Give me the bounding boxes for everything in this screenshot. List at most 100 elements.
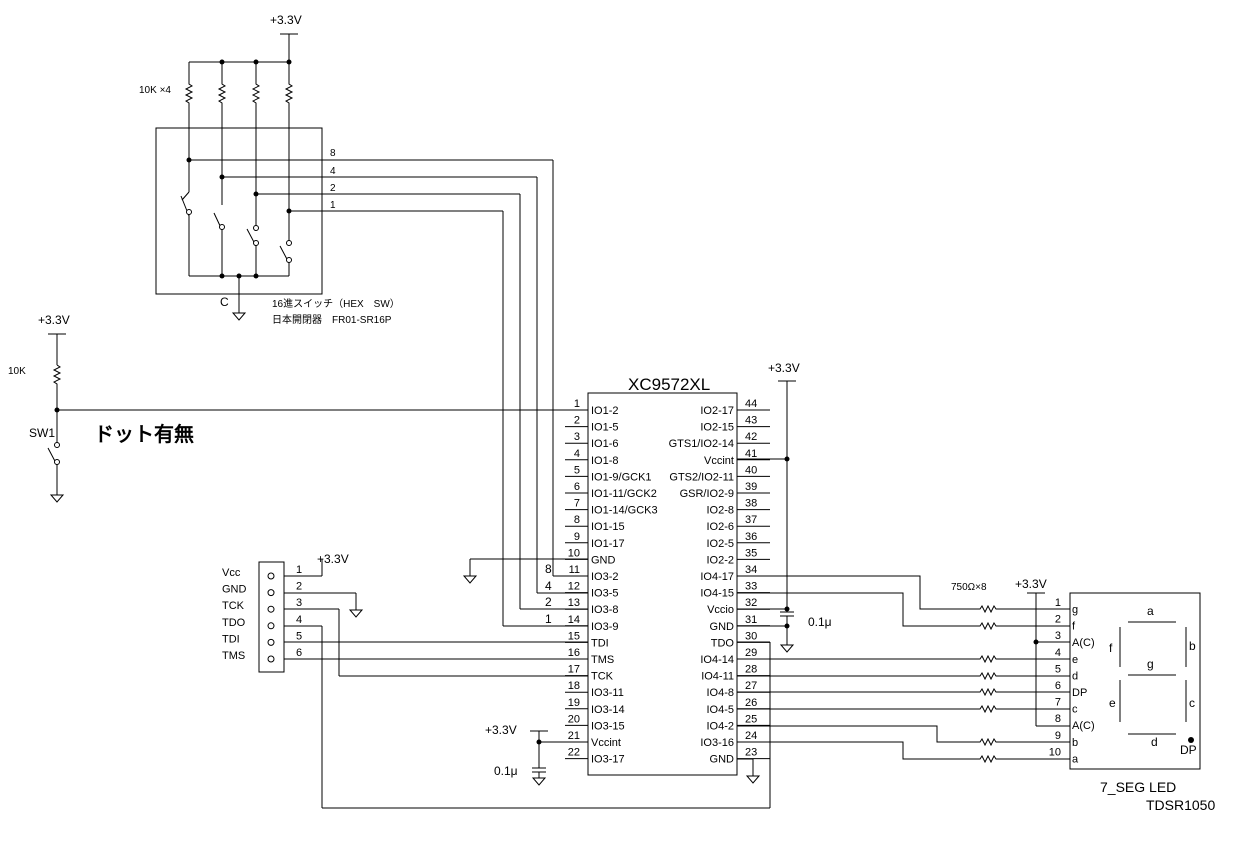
led-series-resistor [977, 621, 1070, 631]
cap-label-vccint: 0.1μ [494, 764, 518, 778]
led-pin-number: 6 [1055, 680, 1061, 692]
sw1-resistor-label: 10K [8, 366, 26, 377]
ic-pin-label: IO4-2 [706, 720, 734, 732]
power-label-sw1: +3.3V [38, 313, 70, 327]
hex-switch-maker: 日本開閉器 FR01-SR16P [272, 313, 392, 326]
led-pin-number: 9 [1055, 730, 1061, 742]
ic-wire-label-2: 2 [545, 595, 552, 609]
led-pin-label: b [1072, 737, 1078, 749]
led-series-resistor [977, 704, 1070, 714]
ic-pin-number: 12 [568, 581, 580, 593]
ic-pin-number: 11 [569, 564, 580, 576]
ic-pin-label: IO1-8 [591, 455, 619, 467]
jtag-signal-label: GND [222, 584, 247, 596]
sw1-section: +3.3V 10K SW1 ドット有無 [8, 313, 588, 503]
power-label-ic: +3.3V [768, 361, 800, 375]
ic-pin-label: GND [591, 554, 616, 566]
ic-pin-number: 23 [745, 747, 757, 759]
led-resistors [977, 604, 1070, 764]
ic-pin-number: 26 [745, 697, 757, 709]
jtag-pin-hole [267, 605, 275, 613]
ic-pin-label: IO1-9/GCK1 [591, 471, 652, 483]
common-terminal-label: C [220, 295, 229, 309]
led-pin-label: A(C) [1072, 720, 1095, 732]
segment-label-e: e [1109, 696, 1116, 710]
power-label-jtag: +3.3V [317, 552, 349, 566]
pullup-resistor-1 [184, 62, 194, 128]
jtag-pin-hole [267, 589, 275, 597]
ic-pin-number: 14 [568, 614, 580, 626]
ic-pin-label: Vccint [704, 455, 734, 467]
ic-pin-number: 30 [745, 630, 757, 642]
jtag-signal-label: TCK [222, 600, 245, 612]
ic-pin-label: IO4-5 [706, 704, 734, 716]
ic-pin-number: 40 [745, 464, 757, 476]
led-pin-number: 8 [1055, 713, 1061, 725]
ic-pin-label: IO3-5 [591, 588, 619, 600]
ic-pin-number: 20 [568, 713, 580, 725]
jtag-pin-hole [267, 622, 275, 630]
ic-pin-number: 33 [745, 581, 757, 593]
led-pin-label: e [1072, 654, 1078, 666]
ic-pin-label: TDI [591, 637, 609, 649]
ic-pin-label: IO2-5 [706, 538, 734, 550]
ic-pin-number: 4 [574, 448, 580, 460]
ic-pin-number: 36 [745, 531, 757, 543]
jtag-pin-number: 6 [296, 647, 302, 659]
segment-label-c: c [1189, 696, 1195, 710]
led-series-resistor [977, 754, 1070, 764]
pullup-resistor-4 [284, 62, 294, 128]
segment-label-a: a [1147, 604, 1154, 618]
jtag-pin-number: 5 [296, 630, 302, 642]
ic-pin-label: IO1-11/GCK2 [591, 488, 657, 500]
ic-pin-number: 37 [745, 514, 757, 526]
ic-vcc-section: +3.3V 0.1μ [737, 361, 832, 784]
ic-pin-number: 16 [568, 647, 580, 659]
ic-pin-number: 3 [574, 431, 580, 443]
ic-pin-label: IO1-5 [591, 422, 619, 434]
led-pin-label: d [1072, 670, 1078, 682]
ic-pin-label: IO4-8 [706, 687, 734, 699]
ic-pin-number: 29 [745, 647, 757, 659]
ic-pin-number: 5 [574, 464, 580, 476]
led-pin-number: 10 [1049, 746, 1061, 758]
ic-pin-label: IO2-2 [706, 554, 734, 566]
hex-pin-label-1: 1 [330, 200, 336, 211]
ic-pin-number: 27 [745, 680, 757, 692]
ic-body [587, 392, 738, 776]
ic-pin-label: IO2-8 [706, 505, 734, 517]
ic-pin-label: IO3-15 [591, 720, 625, 732]
jtag-signal-label: Vcc [222, 567, 241, 579]
ic-pin-label: IO1-15 [591, 521, 625, 533]
ic-pin-number: 24 [745, 730, 757, 742]
ic-pin-number: 28 [745, 664, 757, 676]
led-pin-label: g [1072, 604, 1078, 616]
hex-pin-label-2: 2 [330, 183, 336, 194]
ic-pin-number: 34 [745, 564, 757, 576]
ic-pin-number: 6 [574, 481, 580, 493]
ic-wire-label-8: 8 [545, 562, 552, 576]
led-pin-number: 4 [1055, 647, 1061, 659]
ic-pin-label: TMS [591, 654, 614, 666]
jtag-signal-label: TDI [222, 633, 240, 645]
ic-pin-number: 41 [745, 448, 757, 460]
pullup-resistor-3 [251, 62, 261, 128]
led-series-resistor [977, 604, 1070, 614]
led-name: 7_SEG LED [1100, 779, 1176, 795]
segment-label-d: d [1151, 735, 1158, 749]
ic-wire-label-1: 1 [545, 612, 552, 626]
sw1-label: SW1 [29, 426, 55, 440]
led-pin-label: A(C) [1072, 637, 1095, 649]
ic-pin-label: IO2-6 [706, 521, 734, 533]
pullup-resistor-2 [217, 62, 227, 128]
ic-name: XC9572XL [628, 375, 710, 394]
ic-pin-label: IO3-16 [700, 737, 734, 749]
led-series-resistor [977, 671, 1070, 681]
ic-pin-number: 35 [745, 547, 757, 559]
ic-pin-label: GTS2/IO2-11 [669, 471, 734, 483]
ic-pin-number: 17 [568, 664, 580, 676]
ic-pin-number: 18 [568, 680, 580, 692]
cap-label-vccio: 0.1μ [808, 615, 832, 629]
jtag-pin-hole [267, 655, 275, 663]
